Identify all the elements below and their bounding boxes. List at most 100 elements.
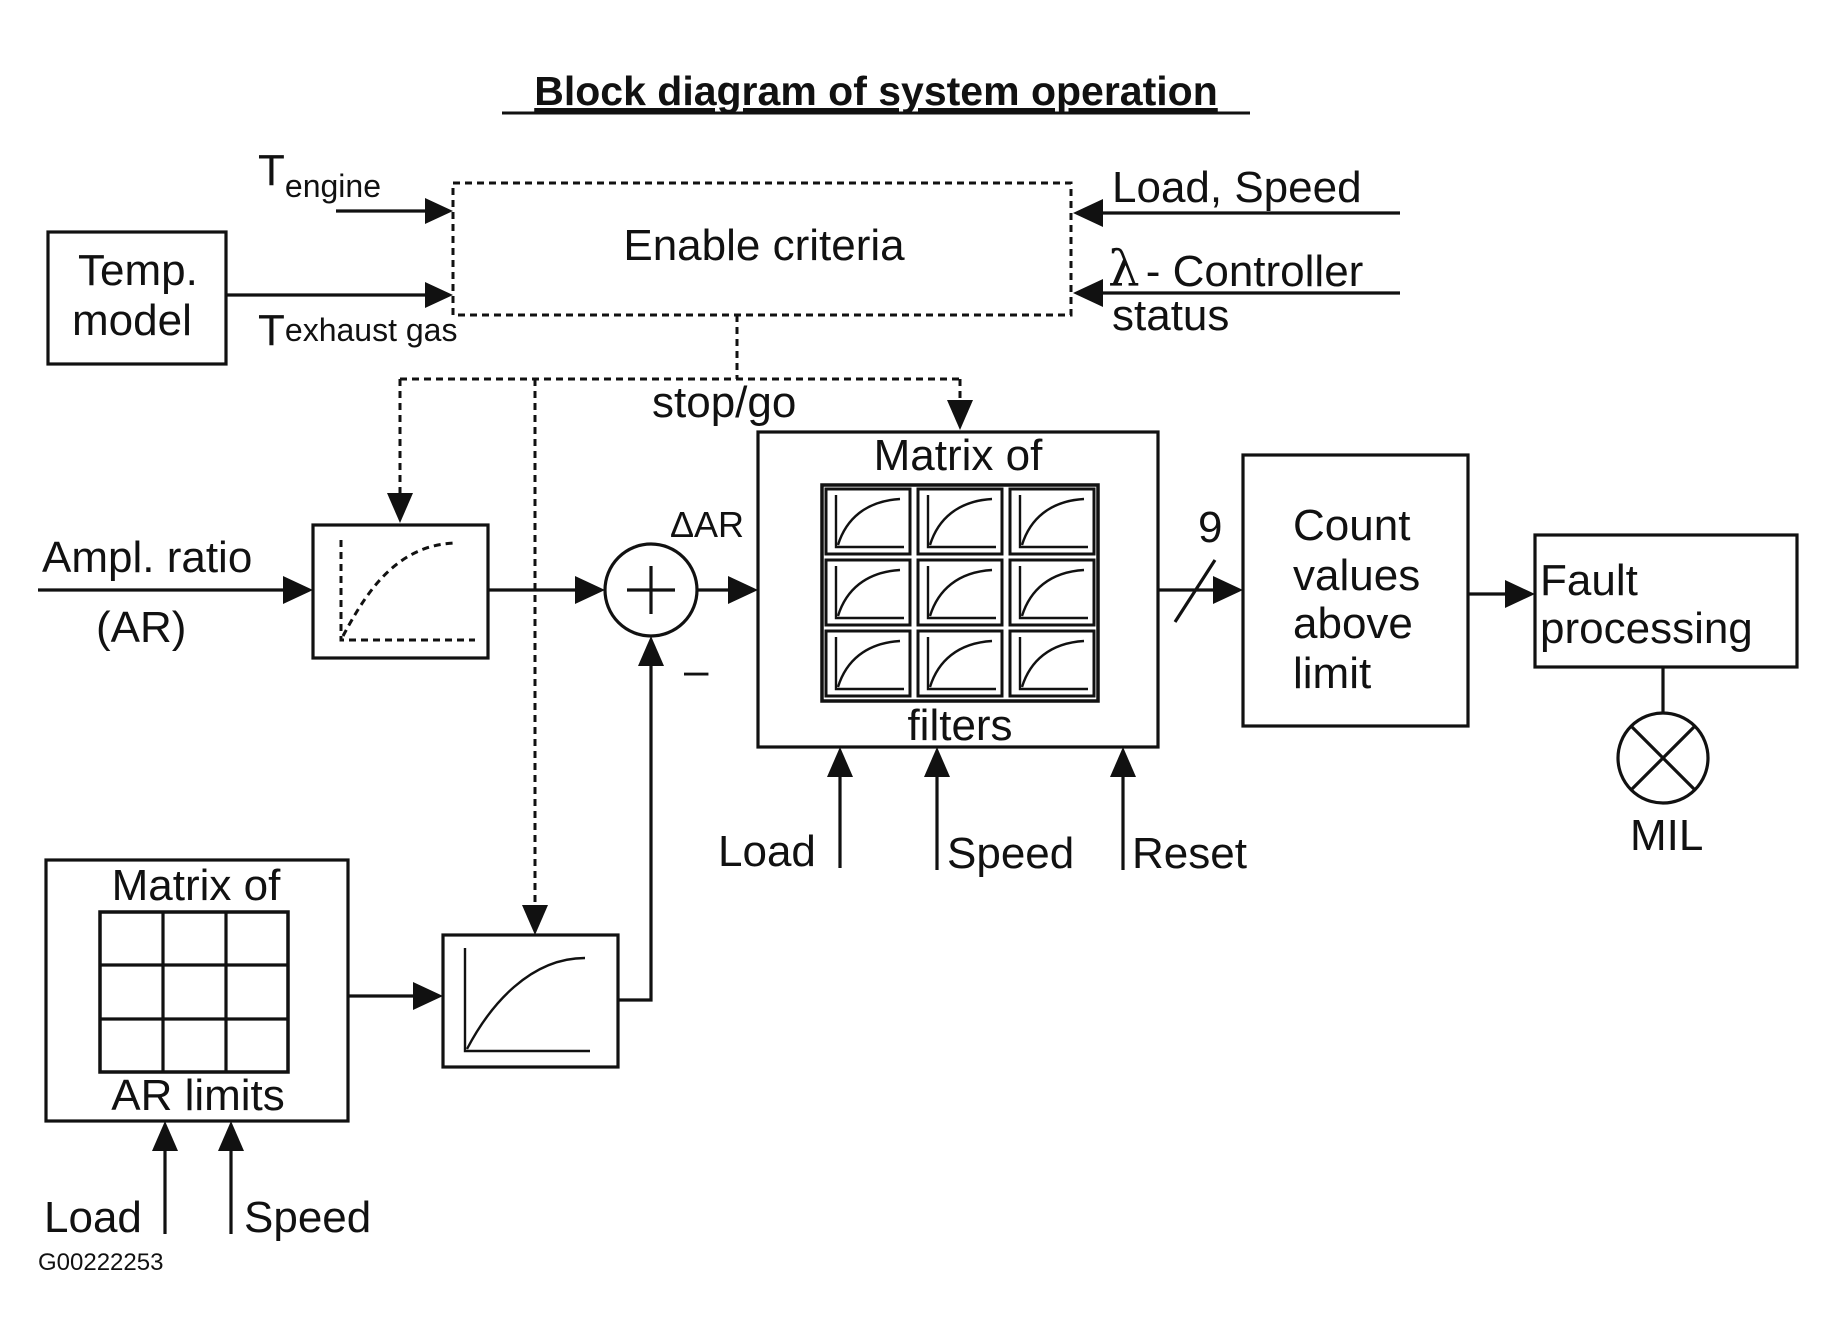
filter-cell — [1008, 487, 1096, 556]
temp-model-box — [46, 230, 228, 366]
lambda-symbol: λ — [1108, 240, 1140, 298]
filter-cell-frame — [824, 487, 912, 556]
ar-map-block — [311, 523, 490, 660]
filter-cell-curve — [1020, 497, 1085, 546]
limit-curve — [465, 956, 586, 1050]
filter-reset-label: Reset — [1132, 829, 1247, 878]
limit-to-sum-arrowhead — [638, 636, 664, 666]
limits-grid — [98, 910, 290, 1074]
filter-load-label: Load — [718, 827, 816, 876]
limit-to-sum — [618, 664, 653, 1002]
diagram-title: Block diagram of system operation — [534, 68, 1218, 114]
limit-curve-axes — [463, 948, 590, 1053]
sum-out-arrowhead — [728, 576, 758, 604]
filter-cell-axes — [926, 637, 996, 691]
filter-cell-frame — [916, 558, 1004, 627]
filter-cell-axes — [834, 495, 904, 549]
limit-curve-block — [441, 933, 620, 1069]
stop-go-label: stop/go — [652, 378, 796, 427]
filter-cell-frame — [824, 558, 912, 627]
t-engine-main: T — [258, 146, 285, 195]
ampl-ratio-label: Ampl. ratio — [42, 533, 252, 582]
limits-load-label: Load — [44, 1193, 142, 1242]
filter-cell-axes — [926, 495, 996, 549]
filter-matrix-bottom-label: filters — [907, 701, 1012, 750]
ar-map-curve — [341, 541, 456, 637]
filter-cell-frame — [1008, 487, 1096, 556]
filter-cell-curve — [836, 497, 901, 546]
filter-cell — [1008, 558, 1096, 627]
t-engine-sub: engine — [285, 168, 381, 204]
count-line3: above — [1293, 599, 1413, 648]
mil-label: MIL — [1630, 811, 1703, 860]
limits-matrix-block — [44, 858, 350, 1123]
filter-load-arrowhead — [827, 747, 853, 777]
enable-criteria-label: Enable criteria — [623, 221, 905, 270]
stop-go-filter-arrowhead — [947, 400, 973, 430]
t-exhaust-arrowhead — [425, 282, 453, 308]
filter-cell-axes — [1018, 637, 1088, 691]
filter-cell — [916, 487, 1004, 556]
limits-out-arrowhead — [413, 982, 443, 1010]
limits-speed-label: Speed — [244, 1193, 371, 1242]
fault-line1: Fault — [1540, 556, 1638, 605]
filter-cell-curve — [1020, 568, 1085, 617]
lambda-arrowhead — [1073, 279, 1103, 307]
filter-cell — [824, 487, 912, 556]
count-line4: limit — [1293, 649, 1371, 698]
t-engine-label: Tengine — [258, 146, 381, 204]
lambda-status-label: status — [1112, 291, 1229, 340]
count-line2: values — [1293, 551, 1420, 600]
bus-width-label: 9 — [1198, 503, 1222, 552]
filter-cell-axes — [1018, 566, 1088, 620]
filter-cell — [1008, 629, 1096, 698]
filter-cell-curve — [928, 639, 993, 688]
minus-sign: – — [684, 646, 709, 695]
filter-cell-curve — [928, 497, 993, 546]
ar-input-arrowhead — [283, 576, 313, 604]
filter-cell-frame — [1008, 629, 1096, 698]
filter-matrix-top-label: Matrix of — [874, 431, 1043, 480]
temp-model-line1: Temp. — [78, 246, 198, 295]
filter-speed-arrowhead — [924, 747, 950, 777]
filter-cell — [824, 629, 912, 698]
filter-cell-axes — [926, 566, 996, 620]
t-engine-arrowhead — [425, 198, 453, 224]
filter-cell-frame — [916, 487, 1004, 556]
limits-grid-frame — [98, 910, 290, 1074]
bus-slash — [1173, 559, 1217, 623]
filter-cell-frame — [916, 629, 1004, 698]
ar-label: (AR) — [96, 603, 186, 652]
limits-speed-arrowhead — [218, 1121, 244, 1151]
limits-load-arrowhead — [152, 1121, 178, 1151]
delta-ar-label: ΔAR — [670, 504, 744, 545]
filter-grid-frame — [820, 483, 1100, 703]
load-speed-label: Load, Speed — [1112, 163, 1362, 212]
filter-cell-curve — [836, 568, 901, 617]
limits-matrix-top-label: Matrix of — [112, 861, 281, 910]
filter-cell-axes — [834, 637, 904, 691]
filter-cell — [916, 629, 1004, 698]
filter-speed-label: Speed — [947, 829, 1074, 878]
count-out-arrowhead — [1505, 580, 1535, 608]
lambda-text: - Controller — [1146, 247, 1364, 296]
limits-matrix-bottom-label: AR limits — [111, 1071, 285, 1120]
filter-cell — [916, 558, 1004, 627]
filter-cell-curve — [928, 568, 993, 617]
filter-cell-frame — [824, 629, 912, 698]
stop-go-map-arrowhead — [387, 493, 413, 523]
t-exhaust-label: Texhaust gas — [258, 306, 457, 355]
fault-line2: processing — [1540, 604, 1753, 653]
ar-map-axes — [339, 540, 475, 642]
filter-cell-axes — [834, 566, 904, 620]
filter-reset-arrowhead — [1110, 747, 1136, 777]
enable-criteria-box — [451, 181, 1073, 317]
t-exhaust-sub: exhaust gas — [285, 312, 458, 348]
bus-arrowhead — [1213, 576, 1243, 604]
filter-cell-curve — [1020, 639, 1085, 688]
temp-model-line2: model — [72, 296, 192, 345]
ar-map-out-arrowhead — [575, 576, 605, 604]
count-line1: Count — [1293, 501, 1410, 550]
filter-cell — [824, 558, 912, 627]
